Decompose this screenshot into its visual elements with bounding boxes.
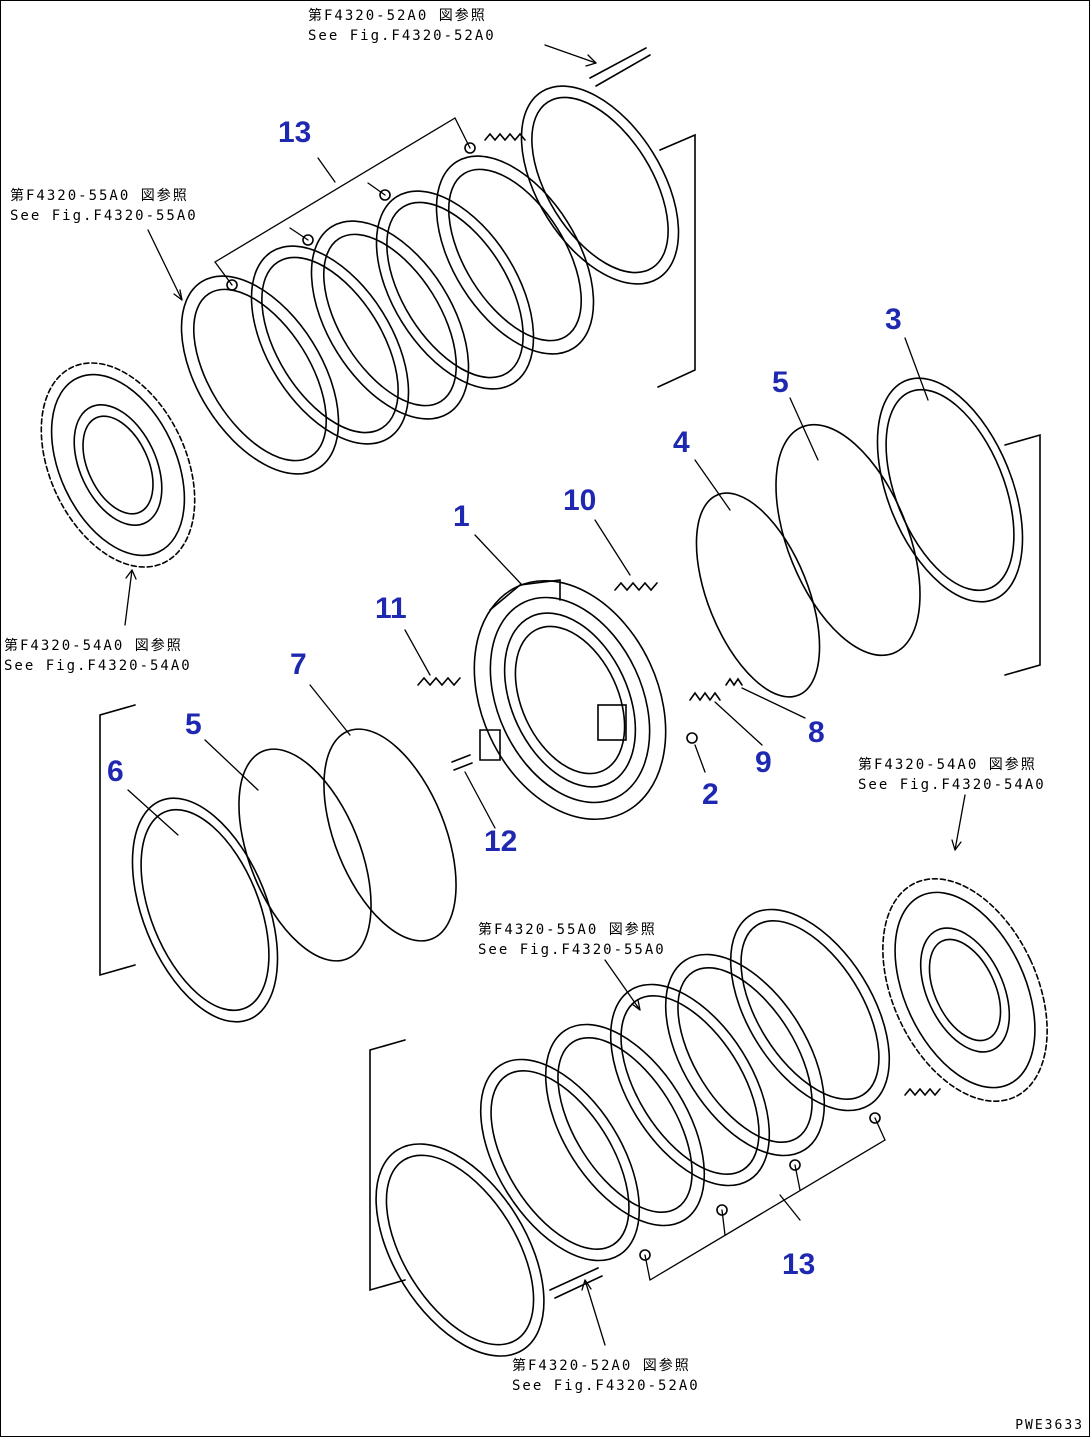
center-housing [417, 579, 743, 821]
left-seals [99, 704, 457, 1023]
callout-5-upper: 5 [772, 366, 789, 399]
callout-9: 9 [755, 746, 772, 779]
callout-7: 7 [290, 648, 307, 681]
ref-note-top: 第F4320-52A0 図参照 See Fig.F4320-52A0 [308, 8, 496, 44]
callout-12: 12 [484, 825, 518, 858]
ref-note-left: 第F4320-54A0 図参照 See Fig.F4320-54A0 [4, 638, 192, 674]
callout-3: 3 [885, 303, 902, 336]
right-gear-plate [882, 878, 1048, 1102]
callout-11: 11 [375, 592, 407, 625]
ref-note-bottom: 第F4320-52A0 図参照 See Fig.F4320-52A0 [512, 1358, 700, 1394]
drawing-code: PWE3633 [1015, 1418, 1084, 1433]
callout-5-lower: 5 [185, 708, 202, 741]
left-gear-plate [40, 362, 196, 568]
callout-1: 1 [453, 500, 470, 533]
callout-10: 10 [563, 484, 597, 517]
callout-13-upper: 13 [278, 116, 312, 149]
callout-2: 2 [702, 778, 719, 811]
ref-note-upper-left: 第F4320-55A0 図参照 See Fig.F4320-55A0 [10, 188, 198, 224]
callout-8: 8 [808, 716, 825, 749]
callout-6: 6 [107, 755, 124, 788]
upper-clutch-pack [180, 47, 696, 475]
ref-note-middle: 第F4320-55A0 図参照 See Fig.F4320-55A0 [478, 922, 666, 958]
lower-clutch-pack [369, 908, 941, 1357]
right-seals [695, 377, 1041, 698]
callout-13-lower: 13 [782, 1248, 816, 1281]
callout-4: 4 [673, 426, 690, 459]
ref-note-right: 第F4320-54A0 図参照 See Fig.F4320-54A0 [858, 757, 1046, 793]
leader-lines [124, 44, 966, 1346]
